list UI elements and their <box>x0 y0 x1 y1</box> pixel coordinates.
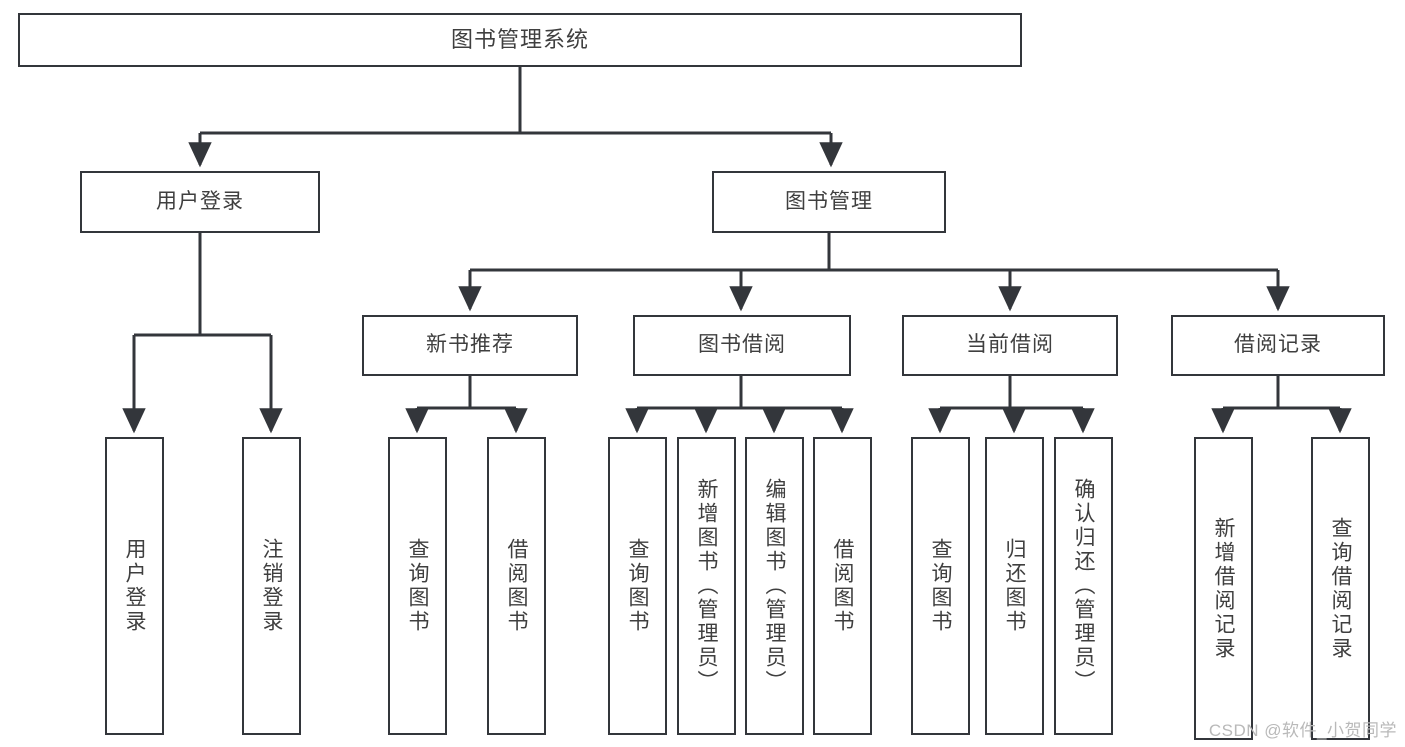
node-borrow-record[interactable]: 借阅记录 <box>1171 315 1385 376</box>
node-book-manage[interactable]: 图书管理 <box>712 171 946 233</box>
node-leaf-query-book-2-label: 查询图书 <box>626 538 650 634</box>
node-leaf-confirm-return-admin[interactable]: 确认归还（管理员） <box>1054 437 1113 735</box>
node-leaf-borrow-book-2-label: 借阅图书 <box>831 538 855 634</box>
node-book-manage-label: 图书管理 <box>785 189 873 213</box>
node-leaf-query-book-2[interactable]: 查询图书 <box>608 437 667 735</box>
node-book-borrow[interactable]: 图书借阅 <box>633 315 851 376</box>
node-root[interactable]: 图书管理系统 <box>18 13 1022 67</box>
node-book-borrow-label: 图书借阅 <box>698 333 786 357</box>
node-user-login[interactable]: 用户登录 <box>80 171 320 233</box>
node-leaf-edit-book-admin[interactable]: 编辑图书（管理员） <box>745 437 804 735</box>
node-current-borrow-label: 当前借阅 <box>966 333 1054 357</box>
node-new-book-recommend[interactable]: 新书推荐 <box>362 315 578 376</box>
node-leaf-edit-book-admin-label: 编辑图书（管理员） <box>763 478 787 694</box>
node-leaf-query-borrow-record[interactable]: 查询借阅记录 <box>1311 437 1370 740</box>
node-leaf-borrow-book-1[interactable]: 借阅图书 <box>487 437 546 735</box>
node-leaf-borrow-book-2[interactable]: 借阅图书 <box>813 437 872 735</box>
node-leaf-user-logout[interactable]: 注销登录 <box>242 437 301 735</box>
node-leaf-query-book-1[interactable]: 查询图书 <box>388 437 447 735</box>
node-leaf-query-book-3[interactable]: 查询图书 <box>911 437 970 735</box>
node-borrow-record-label: 借阅记录 <box>1234 333 1322 357</box>
node-leaf-borrow-book-1-label: 借阅图书 <box>505 538 529 634</box>
node-leaf-query-book-3-label: 查询图书 <box>929 538 953 634</box>
node-leaf-add-book-admin[interactable]: 新增图书（管理员） <box>677 437 736 735</box>
node-leaf-return-book-label: 归还图书 <box>1003 538 1027 634</box>
node-leaf-query-book-1-label: 查询图书 <box>406 538 430 634</box>
node-leaf-user-login[interactable]: 用户登录 <box>105 437 164 735</box>
node-new-book-recommend-label: 新书推荐 <box>426 333 514 357</box>
node-leaf-user-login-label: 用户登录 <box>123 538 147 634</box>
node-leaf-add-borrow-record[interactable]: 新增借阅记录 <box>1194 437 1253 740</box>
node-leaf-add-borrow-record-label: 新增借阅记录 <box>1212 516 1236 661</box>
watermark: CSDN @软件_小贺同学 <box>1208 721 1397 740</box>
node-current-borrow[interactable]: 当前借阅 <box>902 315 1118 376</box>
node-leaf-return-book[interactable]: 归还图书 <box>985 437 1044 735</box>
node-root-label: 图书管理系统 <box>450 27 589 53</box>
node-leaf-confirm-return-admin-label: 确认归还（管理员） <box>1072 478 1096 694</box>
node-leaf-user-logout-label: 注销登录 <box>260 538 284 634</box>
node-leaf-query-borrow-record-label: 查询借阅记录 <box>1329 516 1353 661</box>
node-leaf-add-book-admin-label: 新增图书（管理员） <box>695 478 719 694</box>
node-user-login-label: 用户登录 <box>156 189 244 213</box>
